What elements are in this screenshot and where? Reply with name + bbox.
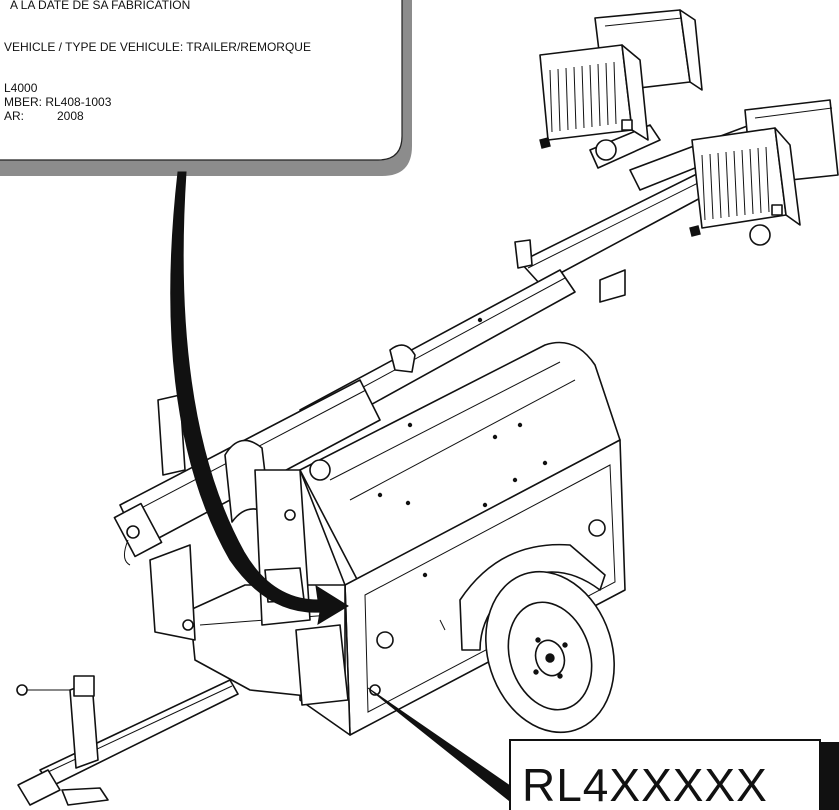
enclosure-roof <box>299 341 621 586</box>
model-label-box <box>509 739 821 810</box>
plate-line-year-label: AR: <box>4 109 24 123</box>
fender <box>459 543 606 651</box>
plate-line-serial-number: MBER: RL408-1003 <box>4 95 112 109</box>
floodlight-front-right <box>689 127 801 246</box>
wheel-assembly <box>459 543 615 734</box>
plate-line-model: L4000 <box>4 81 38 95</box>
trailer-tongue <box>16 675 239 806</box>
plate-line-manufacture: A LA DATE DE SA FABRICATION <box>10 0 190 12</box>
plate-line-year-value: 2008 <box>57 109 84 123</box>
model-number-label: RL4XXXXX <box>522 759 768 810</box>
outrigger-left <box>149 544 196 641</box>
model-label-shadow <box>820 742 839 810</box>
plate-line-vehicle-type: VEHICLE / TYPE DE VEHICULE: TRAILER/REMO… <box>4 40 311 54</box>
data-plate-panel <box>0 0 403 161</box>
model-label-callout: RL4XXXXX <box>367 687 839 810</box>
jack-foot <box>61 787 109 806</box>
data-plate-callout: A LA DATE DE SA FABRICATION VEHICLE / TY… <box>0 0 412 176</box>
coupler <box>17 769 61 806</box>
model-label-leader <box>367 687 517 808</box>
floodlight-array <box>539 9 839 246</box>
floodlight-front-left <box>539 44 649 161</box>
plate-location-arrow <box>170 171 349 625</box>
